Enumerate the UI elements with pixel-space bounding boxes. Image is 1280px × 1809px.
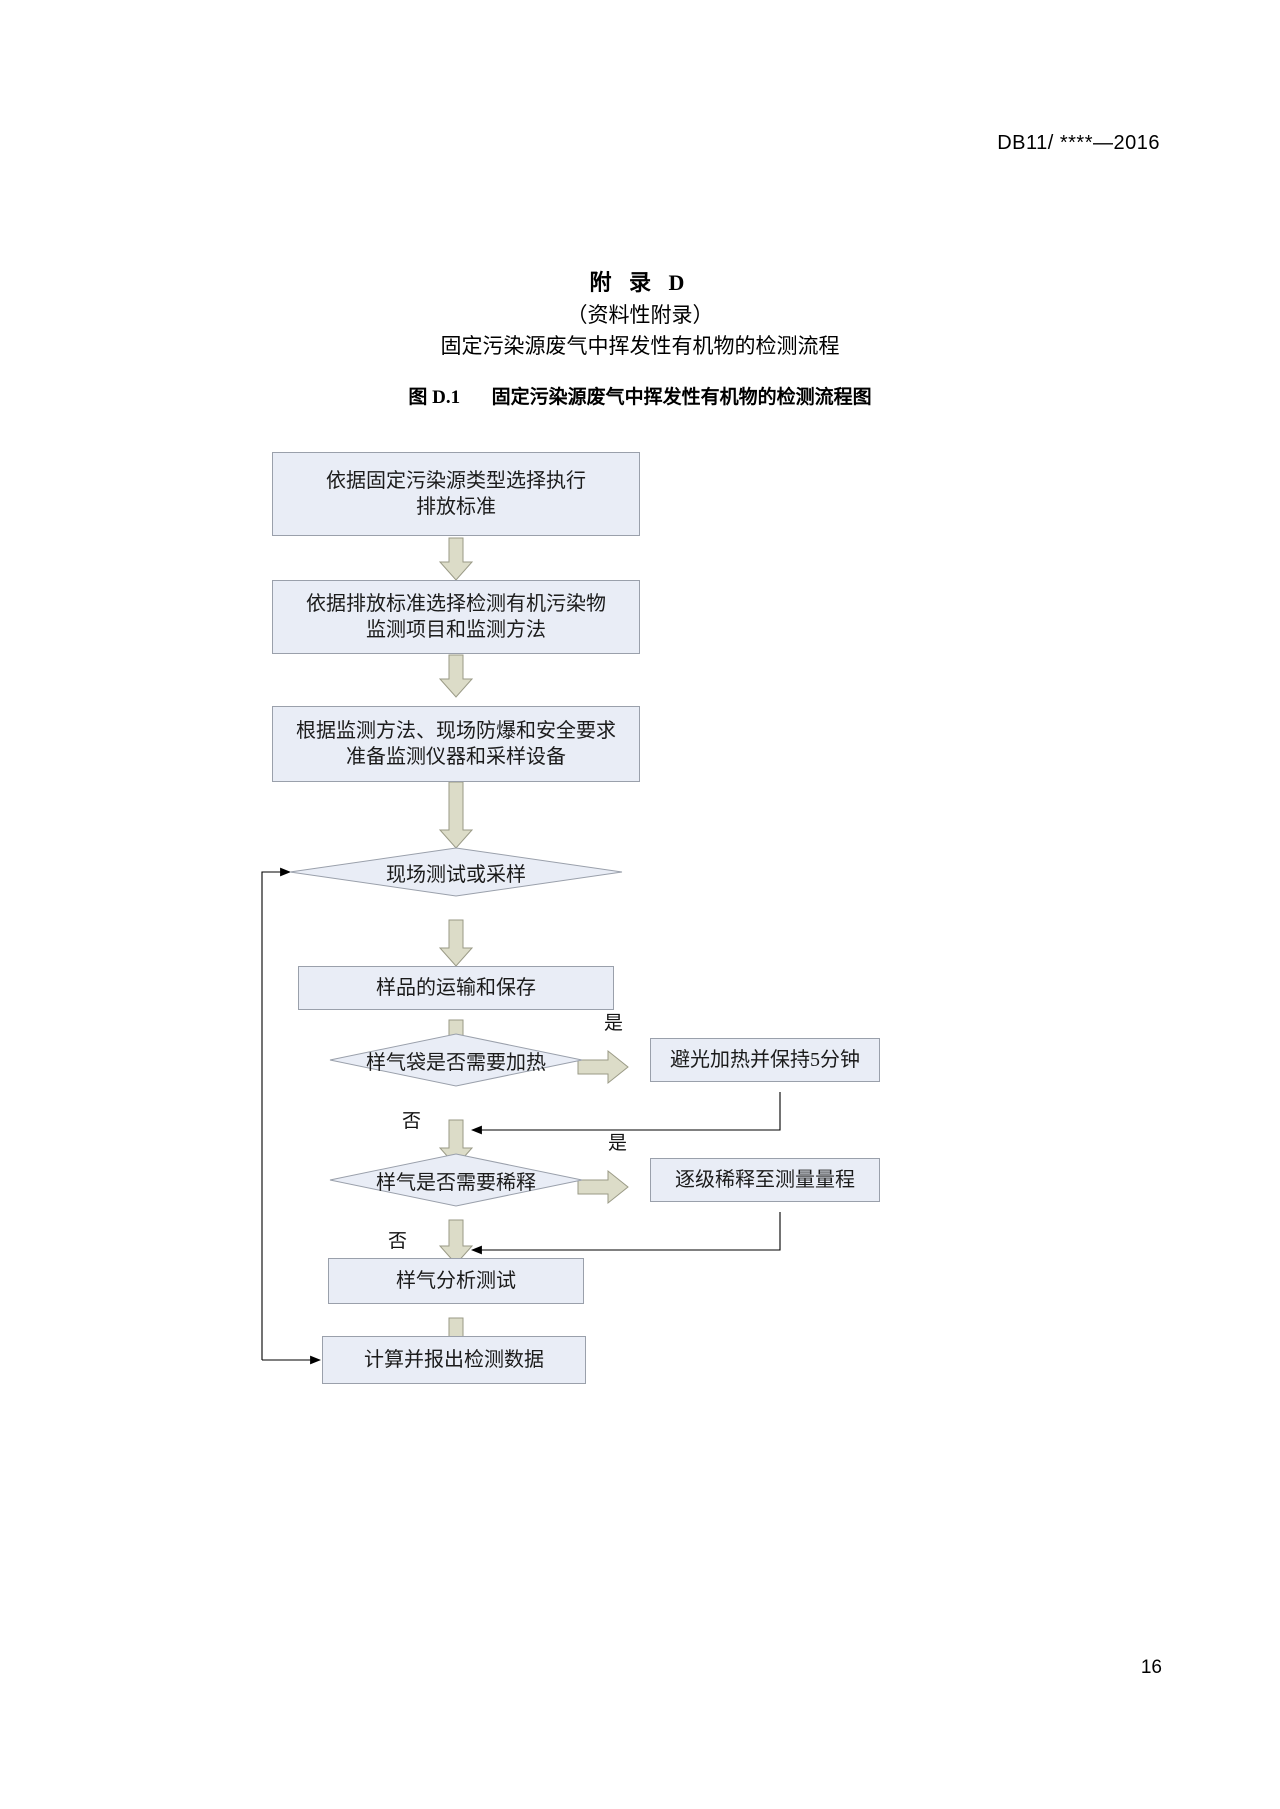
branch-label-heat-no: 否 (402, 1111, 422, 1132)
process-box-2-text: 依据排放标准选择检测有机污染物 监测项目和监测方法 (306, 591, 606, 644)
process-box-1-line1: 依据固定污染源类型选择执行 (326, 469, 586, 492)
process-box-2-line2: 监测项目和监测方法 (366, 619, 546, 641)
branch-label-dilute-no: 否 (388, 1231, 408, 1252)
branch-label-heat-yes: 是 (604, 1013, 624, 1034)
process-box-2-line1: 依据排放标准选择检测有机污染物 (306, 592, 606, 615)
process-box-1: 依据固定污染源类型选择执行 排放标准 (272, 452, 640, 536)
page-number: 16 (1140, 1657, 1162, 1678)
process-box-transport: 样品的运输和保存 (298, 966, 614, 1010)
appendix-type: （资料性附录） (566, 303, 714, 327)
process-box-dilute: 逐级稀释至测量量程 (650, 1158, 880, 1202)
figure-caption: 图 D.1 固定污染源废气中挥发性有机物的检测流程图 (0, 382, 1280, 409)
appendix-title: 固定污染源废气中挥发性有机物的检测流程 (440, 334, 840, 358)
appendix-heading: 附 录 D (589, 270, 691, 295)
figure-caption-number: 图 D.1 (408, 387, 461, 408)
process-box-1-text: 依据固定污染源类型选择执行 排放标准 (326, 468, 586, 521)
process-box-3-line1: 根据监测方法、现场防爆和安全要求 (296, 719, 616, 742)
process-box-report: 计算并报出检测数据 (322, 1336, 586, 1384)
figure-caption-text: 固定污染源废气中挥发性有机物的检测流程图 (491, 387, 872, 408)
process-box-heat: 避光加热并保持5分钟 (650, 1038, 880, 1082)
branch-label-dilute-yes: 是 (608, 1133, 628, 1154)
process-box-3-text: 根据监测方法、现场防爆和安全要求 准备监测仪器和采样设备 (296, 718, 616, 771)
process-box-3: 根据监测方法、现场防爆和安全要求 准备监测仪器和采样设备 (272, 706, 640, 782)
process-box-analysis: 样气分析测试 (328, 1258, 584, 1304)
flowchart: 依据固定污染源类型选择执行 排放标准 依据排放标准选择检测有机污染物 监测项目和… (0, 430, 1280, 1430)
process-box-3-line2: 准备监测仪器和采样设备 (346, 746, 566, 768)
page-header-standard-code: DB11/ ****—2016 (997, 132, 1160, 154)
process-box-2: 依据排放标准选择检测有机污染物 监测项目和监测方法 (272, 580, 640, 654)
flowchart-connectors (261, 537, 781, 1365)
process-box-1-line2: 排放标准 (416, 496, 496, 518)
